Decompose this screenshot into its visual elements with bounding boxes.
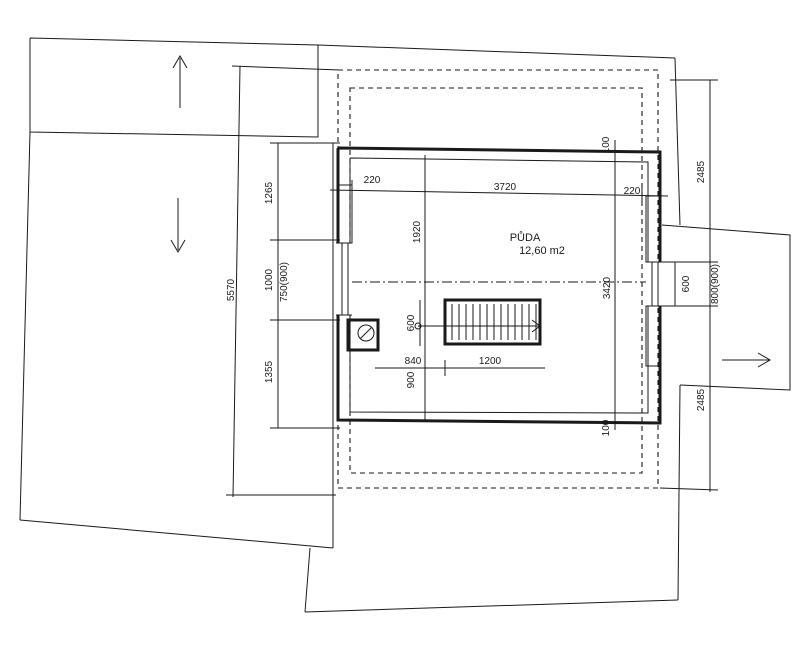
dim-inner-height: 1920: [412, 220, 423, 243]
dim-wall-left: 220: [364, 175, 381, 186]
chimney-symbol-icon: [357, 324, 375, 342]
dim-stair-gap: 600: [406, 314, 417, 331]
dim-inner-width: 3720: [494, 182, 517, 193]
dim-stair-length: 1200: [479, 356, 502, 367]
roof-outlines: [19, 37, 791, 613]
arrow-right-icon: [722, 352, 771, 368]
arrow-down-icon: [170, 198, 186, 253]
dim-wall-top: 100: [601, 136, 612, 153]
dim-right-win-alt: 800(900): [710, 264, 721, 304]
dim-room-depth: 3420: [602, 276, 613, 299]
dim-stair-lower: 900: [406, 371, 417, 388]
room-label: PŮDA 12,60 m2: [510, 231, 565, 257]
dim-left-mid-alt: 750(900): [279, 262, 290, 302]
staircase: [414, 298, 542, 346]
dim-wall-bottom: 100: [601, 419, 612, 436]
dimension-lines: [226, 65, 719, 498]
dim-left-top: 1265: [264, 181, 275, 204]
slope-arrows: [170, 55, 771, 368]
walls: [335, 146, 664, 425]
dim-right-top: 2485: [696, 160, 707, 183]
dim-overall-left: 5570: [226, 278, 237, 301]
dim-left-mid: 1000: [264, 268, 275, 291]
dim-wall-right: 220: [624, 186, 641, 197]
dimension-texts: 1265 1000 750(900) 1355 5570 1920 3720 2…: [226, 136, 721, 436]
dim-right-bot: 2485: [696, 388, 707, 411]
room-name: PŮDA: [510, 231, 541, 244]
arrow-up-icon: [172, 55, 188, 108]
dim-stair-offset: 840: [405, 356, 422, 367]
room-area: 12,60 m2: [519, 245, 565, 257]
dim-left-bot: 1355: [264, 360, 275, 383]
chimney-block: [346, 318, 380, 352]
dim-right-win: 600: [681, 275, 692, 292]
